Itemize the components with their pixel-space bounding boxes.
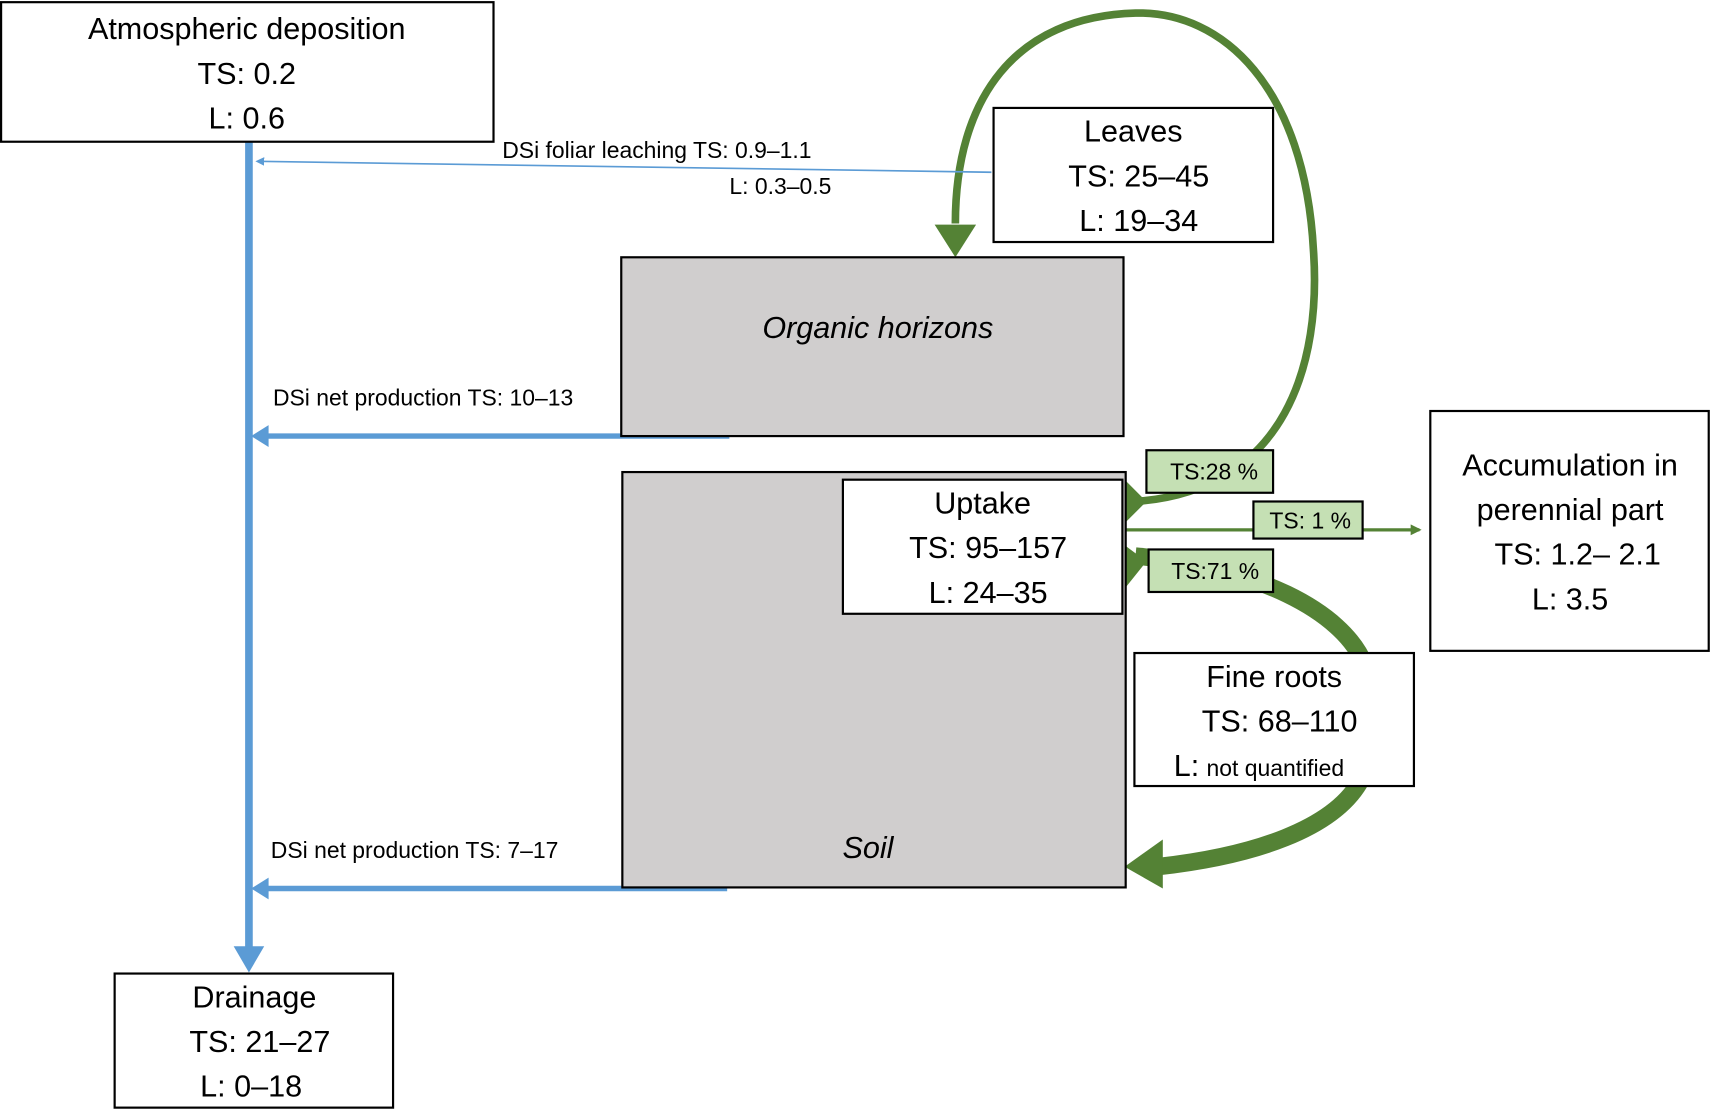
- flow-foliar-leaching: [255, 157, 992, 174]
- arrowhead-to-organic: [934, 224, 977, 258]
- node-fine-roots: Fine roots TS: 68–110 L: not quantified: [1133, 651, 1416, 788]
- soil-title: Soil: [843, 831, 895, 865]
- node-drainage: Drainage TS: 21–27 L: 0–18: [113, 972, 395, 1109]
- tag-to-roots-text: TS:71 %: [1171, 558, 1259, 584]
- node-uptake: Uptake TS: 95–157 L: 24–35: [841, 478, 1124, 615]
- accumulation-title-1: Accumulation in: [1462, 448, 1678, 482]
- organic-production-label: DSi net production TS: 10–13: [273, 385, 573, 411]
- leaves-l: L: 19–34: [1079, 204, 1198, 238]
- fine-roots-title: Fine roots: [1206, 660, 1342, 694]
- fine-roots-ts: TS: 68–110: [1202, 705, 1358, 739]
- accumulation-l: L: 3.5: [1532, 582, 1608, 616]
- accumulation-title-2: perennial part: [1477, 493, 1664, 527]
- uptake-branch: [1124, 479, 1147, 589]
- accumulation-ts: TS: 1.2– 2.1: [1494, 538, 1660, 572]
- organic-title: Organic horizons: [762, 311, 993, 345]
- arrowhead-drainage: [233, 946, 265, 973]
- fine-roots-l: not quantified: [1206, 755, 1344, 781]
- tag-to-roots: TS:71 %: [1147, 548, 1275, 594]
- drainage-l: L: 0–18: [200, 1070, 302, 1104]
- uptake-title: Uptake: [934, 487, 1031, 521]
- node-leaves: Leaves TS: 25–45 L: 19–34: [992, 106, 1275, 244]
- node-atmospheric-deposition: Atmospheric deposition TS: 0.2 L: 0.6: [0, 1, 495, 143]
- arrowhead-soil: [251, 877, 269, 900]
- arrowhead-organic: [251, 425, 269, 447]
- tag-to-perennial: TS: 1 %: [1252, 500, 1364, 540]
- foliar-leaching-l: L: 0.3–0.5: [729, 173, 831, 199]
- atmospheric-title: Atmospheric deposition: [88, 12, 406, 46]
- fine-roots-l-prefix: L:: [1174, 749, 1199, 783]
- tag-to-leaves-text: TS:28 %: [1170, 459, 1258, 485]
- tag-to-leaves: TS:28 %: [1145, 449, 1275, 494]
- arrowhead-to-soil: [1124, 839, 1163, 889]
- atmospheric-l: L: 0.6: [209, 102, 285, 136]
- atmospheric-ts: TS: 0.2: [198, 57, 296, 91]
- uptake-ts: TS: 95–157: [909, 531, 1067, 565]
- drainage-title: Drainage: [192, 980, 316, 1014]
- node-organic-horizons: Organic horizons: [620, 256, 1125, 438]
- soil-production-label: DSi net production TS: 7–17: [271, 837, 559, 863]
- uptake-l: L: 24–35: [929, 576, 1048, 610]
- tag-to-perennial-text: TS: 1 %: [1269, 508, 1351, 534]
- foliar-leaching-ts: DSi foliar leaching TS: 0.9–1.1: [502, 137, 811, 163]
- flow-uptake-to-leaves: [951, 9, 1319, 506]
- node-accumulation-perennial: Accumulation in perennial part TS: 1.2– …: [1429, 409, 1710, 652]
- leaves-ts: TS: 25–45: [1068, 159, 1209, 193]
- leaves-title: Leaves: [1084, 115, 1183, 149]
- drainage-ts: TS: 21–27: [189, 1025, 330, 1059]
